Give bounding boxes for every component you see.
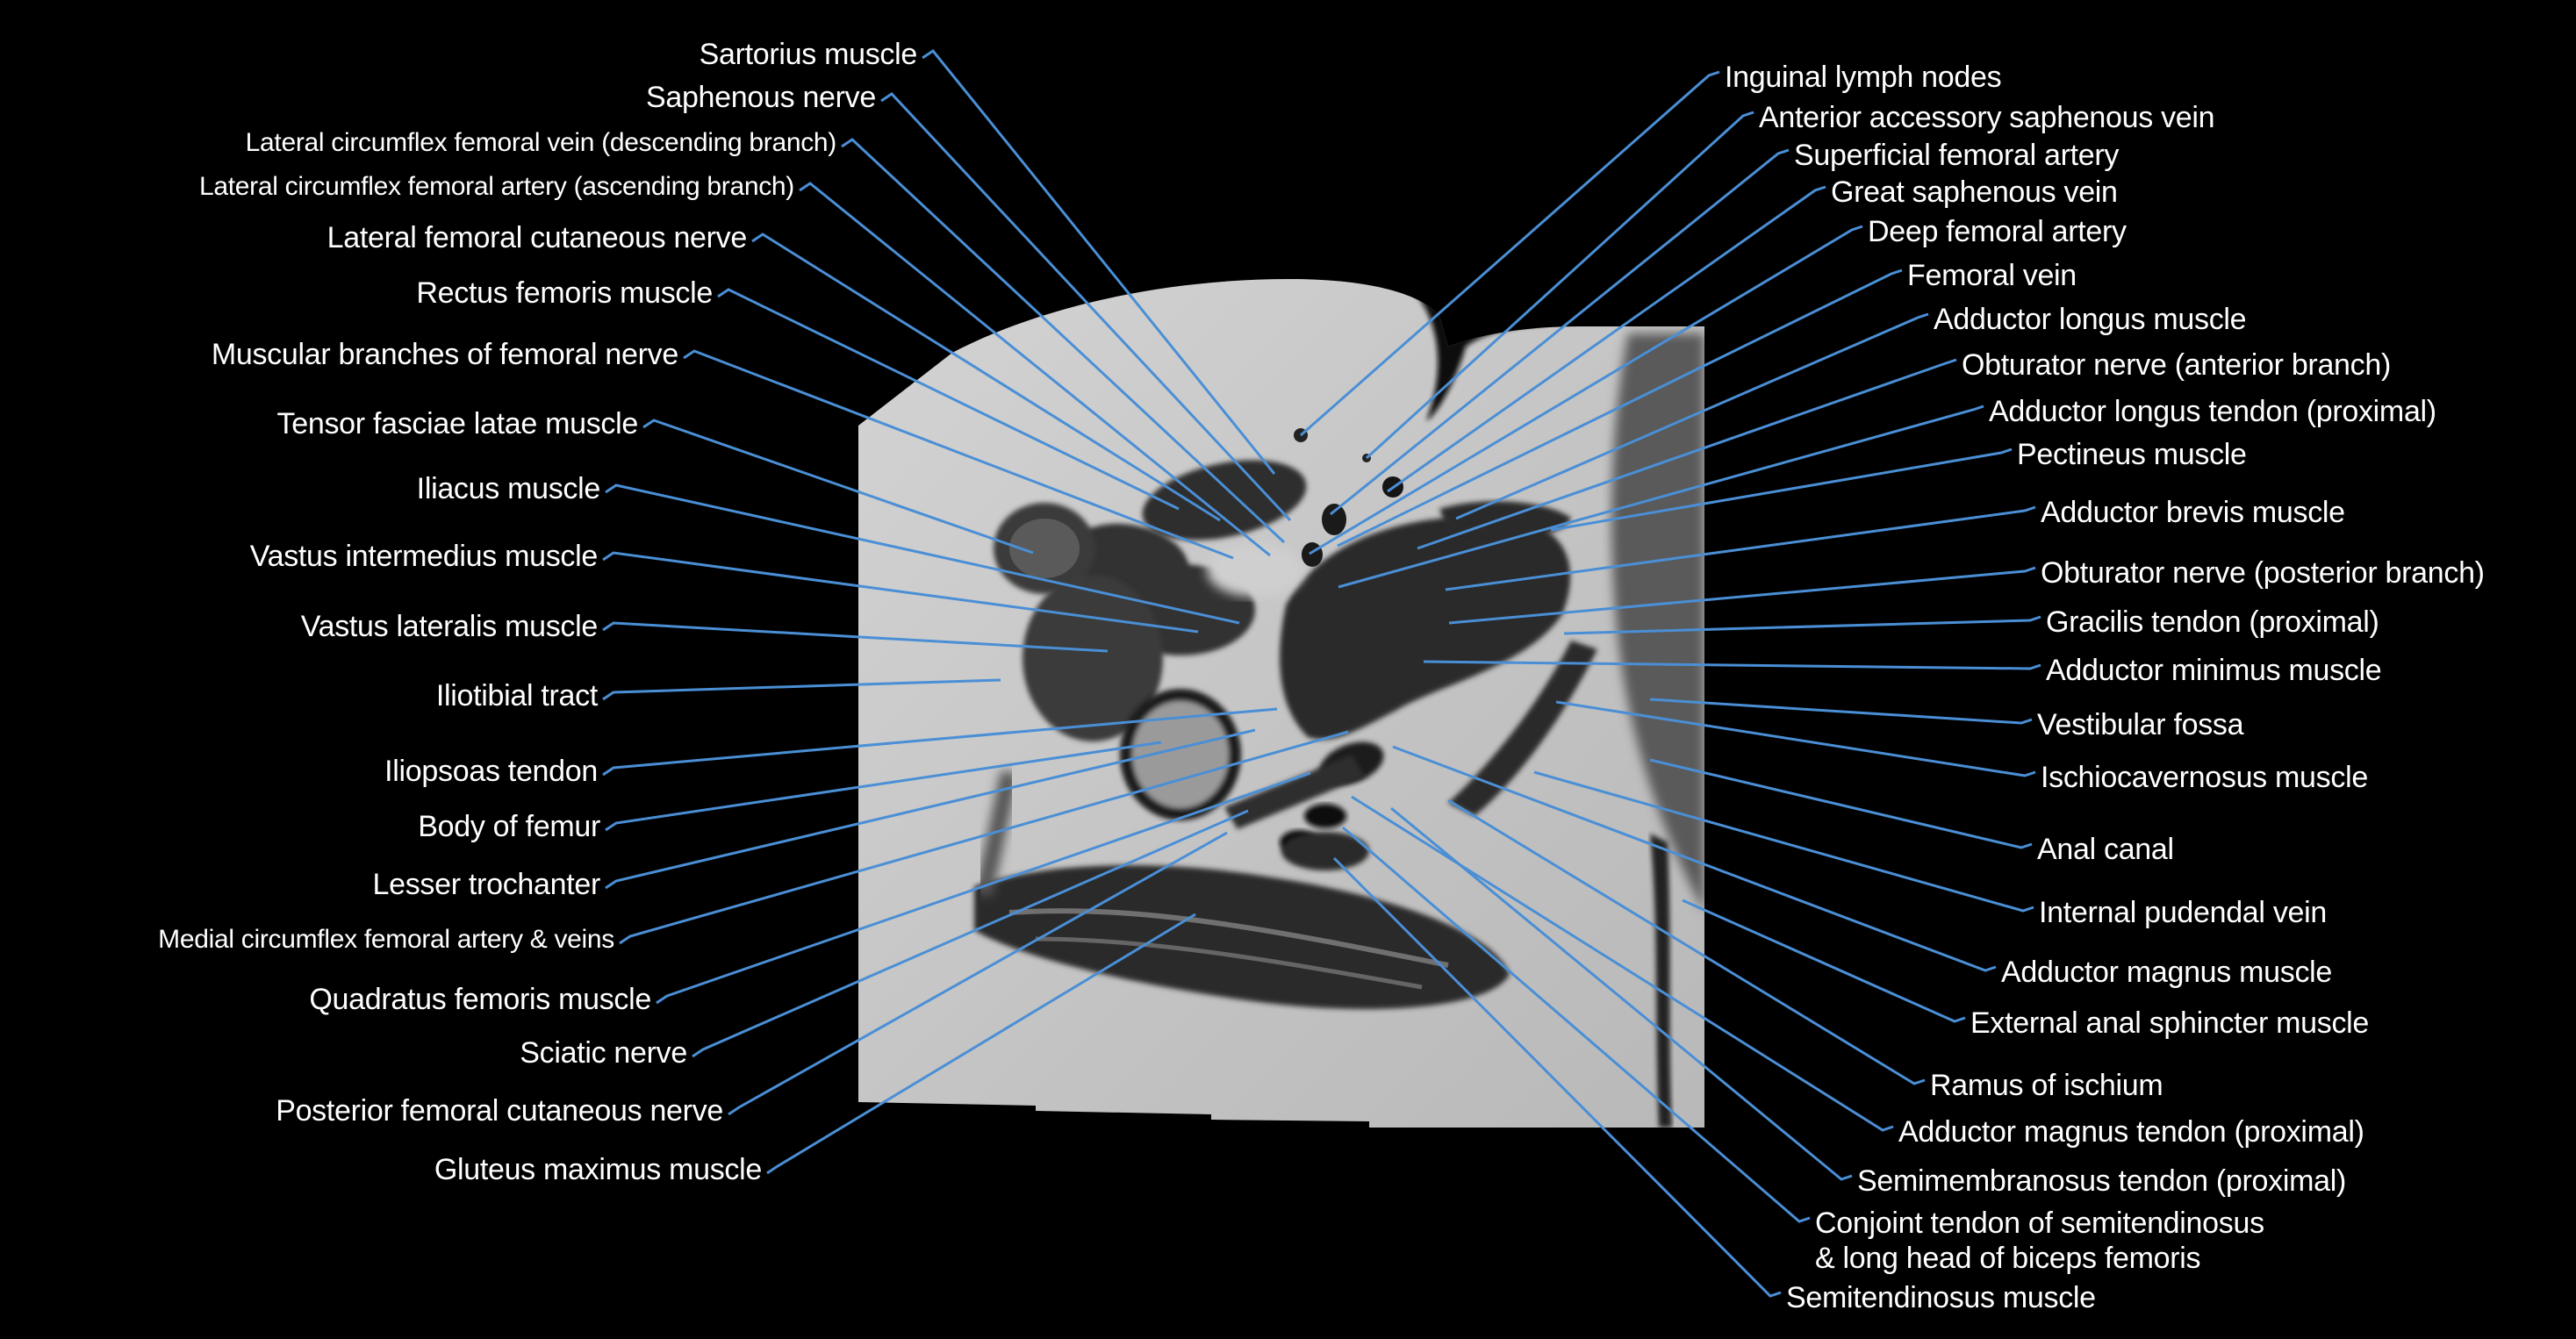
leader-line bbox=[1455, 312, 1929, 520]
leader-line bbox=[1563, 615, 2041, 635]
mri-slice bbox=[858, 279, 1704, 1128]
label-ischiocavernosus-muscle: Ischiocavernosus muscle bbox=[2041, 761, 2368, 794]
leader-line bbox=[692, 809, 1249, 1058]
label-rectus-femoris-muscle: Rectus femoris muscle bbox=[416, 276, 713, 310]
leader-line bbox=[799, 182, 1271, 557]
leader-line bbox=[1423, 660, 2041, 670]
label-pectineus-muscle: Pectineus muscle bbox=[2017, 438, 2247, 471]
leader-line bbox=[751, 233, 1221, 522]
label-obturator-nerve-anterior-branch: Obturator nerve (anterior branch) bbox=[1962, 348, 2391, 382]
label-anterior-accessory-saphenous-vein: Anterior accessory saphenous vein bbox=[1759, 101, 2215, 134]
leader-line bbox=[642, 419, 1034, 555]
label-obturator-nerve-posterior-branch: Obturator nerve (posterior branch) bbox=[2041, 556, 2485, 590]
leader-line bbox=[1550, 448, 2013, 532]
leader-line bbox=[1392, 745, 1997, 972]
leader-line bbox=[605, 483, 1240, 625]
label-vastus-intermedius-muscle: Vastus intermedius muscle bbox=[249, 540, 599, 573]
leader-line bbox=[1682, 899, 1966, 1023]
label-internal-pudendal-vein: Internal pudendal vein bbox=[2039, 896, 2327, 929]
label-tensor-fasciae-latae-muscle: Tensor fasciae latae muscle bbox=[276, 407, 639, 440]
label-long-head-of-biceps-femoris: & long head of biceps femoris bbox=[1815, 1242, 2201, 1275]
label-iliotibial-tract: Iliotibial tract bbox=[435, 679, 598, 712]
leader-line bbox=[1448, 566, 2036, 625]
label-gluteus-maximus-muscle: Gluteus maximus muscle bbox=[434, 1153, 762, 1186]
leader-lines bbox=[602, 48, 2041, 1298]
label-adductor-longus-muscle: Adductor longus muscle bbox=[1934, 303, 2247, 336]
leader-line bbox=[602, 678, 1001, 701]
leader-line bbox=[1555, 700, 2036, 777]
label-saphenous-nerve: Saphenous nerve bbox=[645, 81, 876, 114]
label-adductor-longus-tendon-proximal: Adductor longus tendon (proximal) bbox=[1989, 395, 2436, 428]
label-medial-circumflex-femoral-artery-veins: Medial circumflex femoral artery & veins bbox=[158, 925, 614, 954]
label-adductor-magnus-tendon-proximal: Adductor magnus tendon (proximal) bbox=[1898, 1115, 2364, 1149]
label-inguinal-lymph-nodes: Inguinal lymph nodes bbox=[1725, 61, 2002, 94]
leader-line bbox=[1365, 111, 1754, 460]
label-adductor-magnus-muscle: Adductor magnus muscle bbox=[2001, 956, 2333, 989]
leader-line bbox=[602, 621, 1109, 653]
leader-line bbox=[841, 138, 1286, 544]
leader-line bbox=[1337, 269, 1903, 548]
label-ramus-of-ischium: Ramus of ischium bbox=[1930, 1069, 2163, 1102]
leader-line bbox=[1390, 806, 1853, 1181]
leader-line bbox=[1351, 795, 1894, 1132]
leader-line bbox=[1387, 185, 1826, 493]
label-lateral-circumflex-femoral-vein-descending-branch: Lateral circumflex femoral vein (descend… bbox=[245, 128, 837, 157]
leader-line bbox=[605, 741, 1162, 832]
leader-line bbox=[880, 92, 1292, 522]
label-lateral-circumflex-femoral-artery-ascending-branch: Lateral circumflex femoral artery (ascen… bbox=[198, 172, 794, 201]
leader-line bbox=[1342, 826, 1811, 1223]
label-sciatic-nerve: Sciatic nerve bbox=[520, 1036, 687, 1070]
label-lesser-trochanter: Lesser trochanter bbox=[372, 868, 601, 901]
leader-line bbox=[1300, 70, 1720, 437]
label-gracilis-tendon-proximal: Gracilis tendon (proximal) bbox=[2046, 605, 2379, 639]
leader-line bbox=[602, 551, 1199, 634]
leader-line bbox=[1417, 358, 1957, 550]
leader-line bbox=[683, 349, 1234, 560]
leader-line bbox=[1649, 698, 2033, 725]
label-adductor-brevis-muscle: Adductor brevis muscle bbox=[2041, 496, 2345, 529]
label-iliacus-muscle: Iliacus muscle bbox=[416, 472, 601, 505]
label-muscular-branches-of-femoral-nerve: Muscular branches of femoral nerve bbox=[211, 338, 678, 371]
label-vestibular-fossa: Vestibular fossa bbox=[2037, 708, 2244, 741]
leader-line bbox=[1338, 405, 1984, 589]
label-lateral-femoral-cutaneous-nerve: Lateral femoral cutaneous nerve bbox=[326, 221, 748, 254]
leader-line bbox=[1649, 758, 2033, 849]
leader-line bbox=[656, 771, 1311, 1005]
label-great-saphenous-vein: Great saphenous vein bbox=[1831, 175, 2118, 209]
leader-line bbox=[1332, 856, 1782, 1298]
leader-line bbox=[1309, 225, 1863, 555]
label-deep-femoral-artery: Deep femoral artery bbox=[1868, 215, 2127, 248]
label-body-of-femur: Body of femur bbox=[418, 810, 600, 843]
label-iliopsoas-tendon: Iliopsoas tendon bbox=[384, 755, 598, 788]
leader-line bbox=[728, 831, 1228, 1116]
label-anal-canal: Anal canal bbox=[2037, 833, 2174, 866]
label-semitendinosus-muscle: Semitendinosus muscle bbox=[1786, 1281, 2096, 1314]
leader-line bbox=[619, 730, 1349, 945]
leader-line bbox=[1330, 148, 1790, 516]
leader-line bbox=[1447, 798, 1926, 1085]
leader-line bbox=[922, 48, 1276, 475]
leader-line bbox=[766, 913, 1196, 1175]
label-adductor-minimus-muscle: Adductor minimus muscle bbox=[2046, 654, 2382, 687]
label-posterior-femoral-cutaneous-nerve: Posterior femoral cutaneous nerve bbox=[276, 1094, 723, 1128]
leader-line bbox=[602, 707, 1278, 777]
leader-line bbox=[605, 728, 1256, 890]
leader-line bbox=[717, 288, 1180, 511]
leader-line bbox=[1533, 770, 2034, 913]
label-conjoint-tendon-of-semitendinosus: Conjoint tendon of semitendinosus bbox=[1815, 1207, 2264, 1240]
label-semimembranosus-tendon-proximal: Semimembranosus tendon (proximal) bbox=[1857, 1164, 2346, 1198]
label-quadratus-femoris-muscle: Quadratus femoris muscle bbox=[309, 983, 651, 1016]
label-vastus-lateralis-muscle: Vastus lateralis muscle bbox=[300, 610, 599, 643]
label-external-anal-sphincter-muscle: External anal sphincter muscle bbox=[1970, 1006, 2370, 1040]
label-superficial-femoral-artery: Superficial femoral artery bbox=[1794, 139, 2120, 172]
label-sartorius-muscle: Sartorius muscle bbox=[699, 38, 918, 71]
label-femoral-vein: Femoral vein bbox=[1907, 259, 2077, 292]
leader-line bbox=[1445, 505, 2036, 591]
